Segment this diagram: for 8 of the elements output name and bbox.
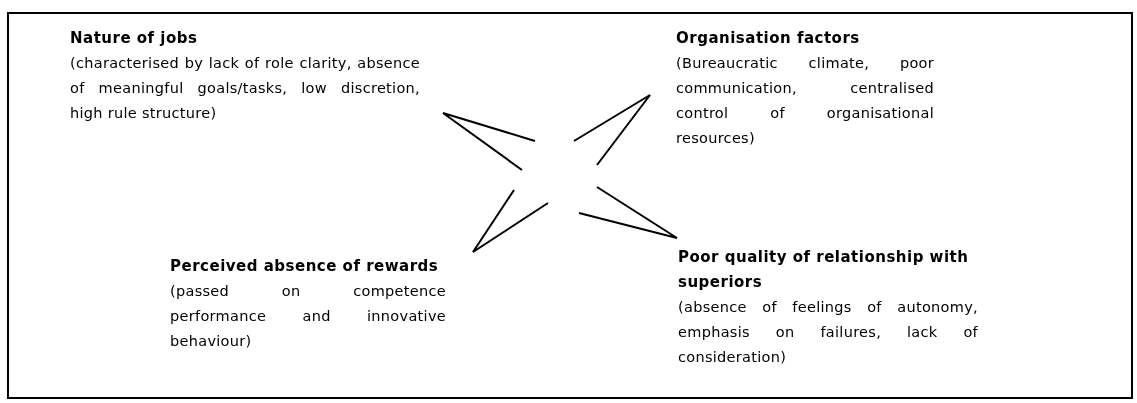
heading: Organisation factors (676, 28, 861, 49)
description: (characterised by lack of role clarity, absence of meaningful goals/tasks, low discretion, high rule structure) (70, 54, 420, 123)
heading: Poor quality of relationship with superiors (678, 247, 970, 293)
description: (passed on competence performance and innovative behaviour) (170, 282, 446, 351)
description: (Bureaucratic climate, poor communication, centralised control of organisational resources) (676, 54, 934, 148)
heading: Perceived absence of rewards (170, 256, 440, 277)
heading: Nature of jobs (70, 28, 199, 49)
description: (absence of feelings of autonomy, emphasis on failures, lack of consideration) (678, 298, 978, 367)
